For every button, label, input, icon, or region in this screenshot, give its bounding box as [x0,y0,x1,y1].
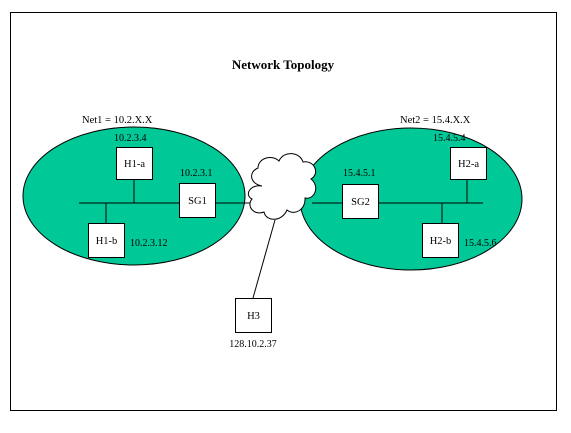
node-h3-label: H3 [247,311,260,322]
node-h1a-label: H1-a [124,159,145,170]
node-h2b-label: H2-b [430,236,452,247]
node-h1a: H1-a [116,147,153,180]
node-h1b-ip: 10.2.3.12 [130,238,168,249]
h3-link [252,219,276,299]
node-sg2-label: SG2 [351,197,370,208]
net2-label: Net2 = 15.4.X.X [400,115,471,126]
node-h1b: H1-b [88,223,125,258]
node-sg2: SG2 [342,184,379,219]
node-h2a: H2-a [450,147,487,180]
node-h2a-label: H2-a [458,159,479,170]
net1-label: Net1 = 10.2.X.X [82,115,153,126]
node-h2b: H2-b [422,223,459,258]
node-sg1-label: SG1 [188,196,207,207]
node-h2a-ip: 15.4.5.4 [433,133,466,144]
node-sg2-ip: 15.4.5.1 [343,168,376,179]
node-h2b-ip: 15.4.5.6 [464,238,497,249]
node-sg1: SG1 [179,183,216,218]
internet-cloud-icon [247,153,317,220]
node-h3-ip: 128.10.2.37 [229,339,277,350]
diagram-title: Network Topology [232,57,335,72]
node-h1a-ip: 10.2.3.4 [114,133,147,144]
node-sg1-ip: 10.2.3.1 [180,168,213,179]
node-h3: H3 [235,298,272,333]
node-h1b-label: H1-b [96,236,118,247]
